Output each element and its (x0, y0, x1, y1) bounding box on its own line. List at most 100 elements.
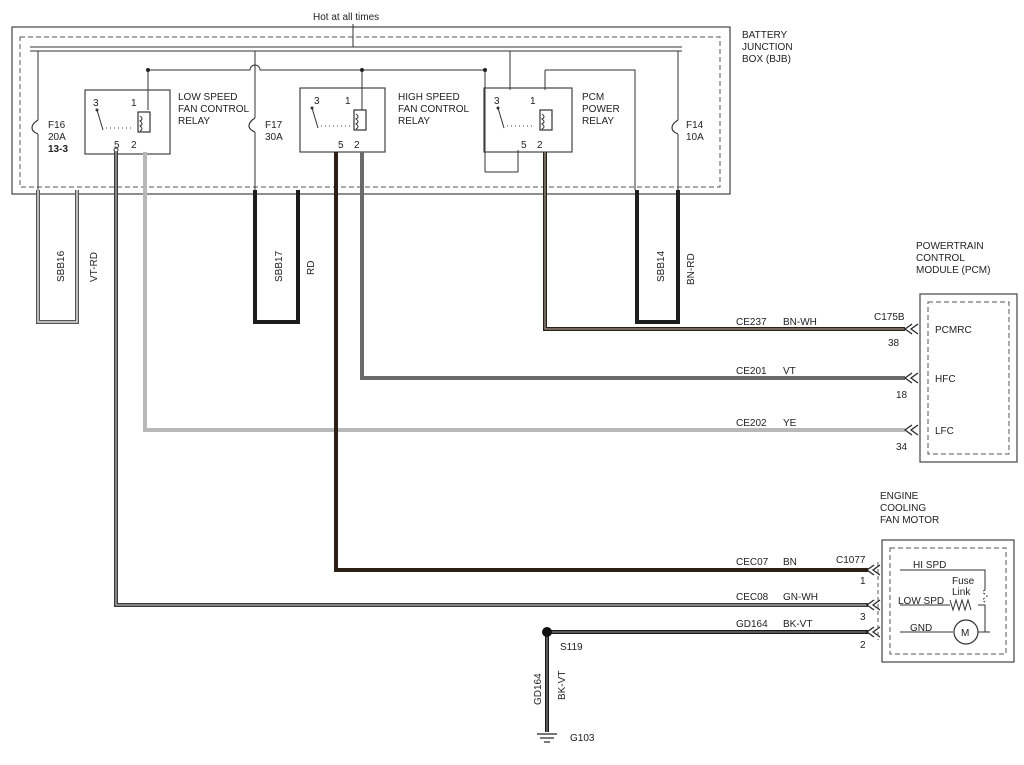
wire-sbb14-loop (635, 190, 680, 324)
fuse-f17-rating: 30A (265, 132, 283, 143)
ce202-id: CE202 (736, 418, 767, 429)
motor-title-line2: COOLING (880, 503, 926, 514)
junction-dots (146, 68, 487, 72)
fuse-f14 (671, 119, 679, 190)
pcm-pin-lfc: LFC (935, 426, 954, 437)
fuse-link-label-1: Fuse (952, 576, 975, 587)
motor-pin-gnd: GND (910, 623, 932, 634)
pcm-relay-pin-3: 3 (494, 96, 500, 107)
relay-coil-icon (353, 109, 367, 131)
sbb17-color: RD (306, 261, 317, 275)
fuse-link-label-2: Link (952, 587, 971, 598)
motor-pin-hi-spd: HI SPD (913, 560, 946, 571)
wire-ce237 (543, 152, 905, 331)
fuse-f17 (248, 117, 256, 190)
fuse-f14-rating: 10A (686, 132, 704, 143)
sbb14-color: BN-RD (686, 253, 697, 285)
motor-pin-2: 2 (860, 640, 866, 651)
pcm-relay-pin-2: 2 (537, 140, 543, 151)
low-relay-pin-5: 5 (114, 140, 120, 151)
pcm-relay-label-3: RELAY (582, 116, 614, 127)
high-relay-pin-2: 2 (354, 140, 360, 151)
pcm-pin-hfc: HFC (935, 374, 956, 385)
high-relay-pin-3: 3 (314, 96, 320, 107)
motor-connector-id: C1077 (836, 555, 866, 566)
low-relay-pin-1: 1 (131, 98, 137, 109)
gd164-id: GD164 (736, 619, 768, 630)
pcm-pin-18: 18 (896, 390, 908, 401)
ce237-id: CE237 (736, 317, 767, 328)
wire-cec07 (334, 152, 868, 572)
motor-pin-1: 1 (860, 576, 866, 587)
ground-icon (537, 733, 557, 743)
splice-s119-dot (542, 627, 552, 637)
pcm-power-relay (483, 87, 573, 153)
sbb17-id: SBB17 (274, 250, 285, 282)
pcm-relay-label-1: PCM (582, 92, 604, 103)
cec08-id: CEC08 (736, 592, 769, 603)
motor-symbol: M (961, 628, 969, 639)
cec07-color: BN (783, 557, 797, 568)
ce202-color: YE (783, 418, 797, 429)
wire-sbb16-loop (36, 190, 79, 324)
cec08-color: GN-WH (783, 592, 818, 603)
pcm-pin-pcmrc: PCMRC (935, 325, 972, 336)
bus-drops (37, 51, 679, 120)
fuse-f16 (31, 119, 39, 190)
relay-feed-line (147, 64, 636, 190)
sbb14-id: SBB14 (656, 250, 667, 282)
hot-at-all-times-label: Hot at all times (313, 12, 379, 23)
ce201-color: VT (783, 366, 796, 377)
motor-pin-low-spd: LOW SPD (898, 596, 944, 607)
gd164-vertical-color: BK-VT (557, 671, 568, 700)
gd164-vertical-id: GD164 (533, 673, 544, 705)
pcm-relay-label-2: POWER (582, 104, 620, 115)
low-relay-pin-3: 3 (93, 98, 99, 109)
fuse-f16-ref: 13-3 (48, 144, 68, 155)
fuse-f16-name: F16 (48, 120, 66, 131)
low-relay-label-2: FAN CONTROL (178, 104, 250, 115)
fuse-f14-name: F14 (686, 120, 704, 131)
gd164-color: BK-VT (783, 619, 812, 630)
fan-motor-module (881, 539, 1015, 663)
high-relay-label-1: HIGH SPEED (398, 92, 460, 103)
cec07-id: CEC07 (736, 557, 769, 568)
bjb-title-line1: BATTERY (742, 30, 788, 41)
pcm-connector-id: C175B (874, 312, 905, 323)
high-relay-pin-5: 5 (338, 140, 344, 151)
low-relay-label-1: LOW SPEED (178, 92, 237, 103)
fuse-f17-name: F17 (265, 120, 283, 131)
high-relay-pin-1: 1 (345, 96, 351, 107)
battery-junction-box (11, 26, 731, 195)
pcm-pin-38: 38 (888, 338, 900, 349)
sbb16-color: VT-RD (89, 252, 100, 282)
motor-internal-wiring (900, 569, 988, 633)
wire-cec08 (114, 152, 868, 607)
sbb16-id: SBB16 (56, 250, 67, 282)
ground-g103-label: G103 (570, 733, 595, 744)
pcm-connector-arrows (903, 323, 919, 436)
low-relay-label-3: RELAY (178, 116, 210, 127)
splice-s119-label: S119 (560, 642, 583, 653)
bjb-title-line2: JUNCTION (742, 42, 793, 53)
ce237-color: BN-WH (783, 317, 817, 328)
pcm-pin-34: 34 (896, 442, 908, 453)
low-speed-relay (84, 89, 171, 155)
relay-coil-icon (137, 111, 151, 133)
bjb-title-line3: BOX (BJB) (742, 54, 791, 65)
pcm-relay-pin-1: 1 (530, 96, 536, 107)
pcm-title-line2: CONTROL (916, 253, 965, 264)
high-relay-label-2: FAN CONTROL (398, 104, 470, 115)
pcm-module (919, 293, 1018, 463)
wire-ce202 (143, 152, 905, 432)
ce201-id: CE201 (736, 366, 767, 377)
pcm-title-line3: MODULE (PCM) (916, 265, 990, 276)
fuse-f16-rating: 20A (48, 132, 66, 143)
motor-title-line1: ENGINE (880, 491, 919, 502)
high-speed-relay (299, 87, 386, 153)
power-bus-bar (30, 46, 682, 52)
pcm-title-line1: POWERTRAIN (916, 241, 984, 252)
wire-gd164 (545, 630, 868, 732)
wire-ce201 (360, 152, 905, 380)
